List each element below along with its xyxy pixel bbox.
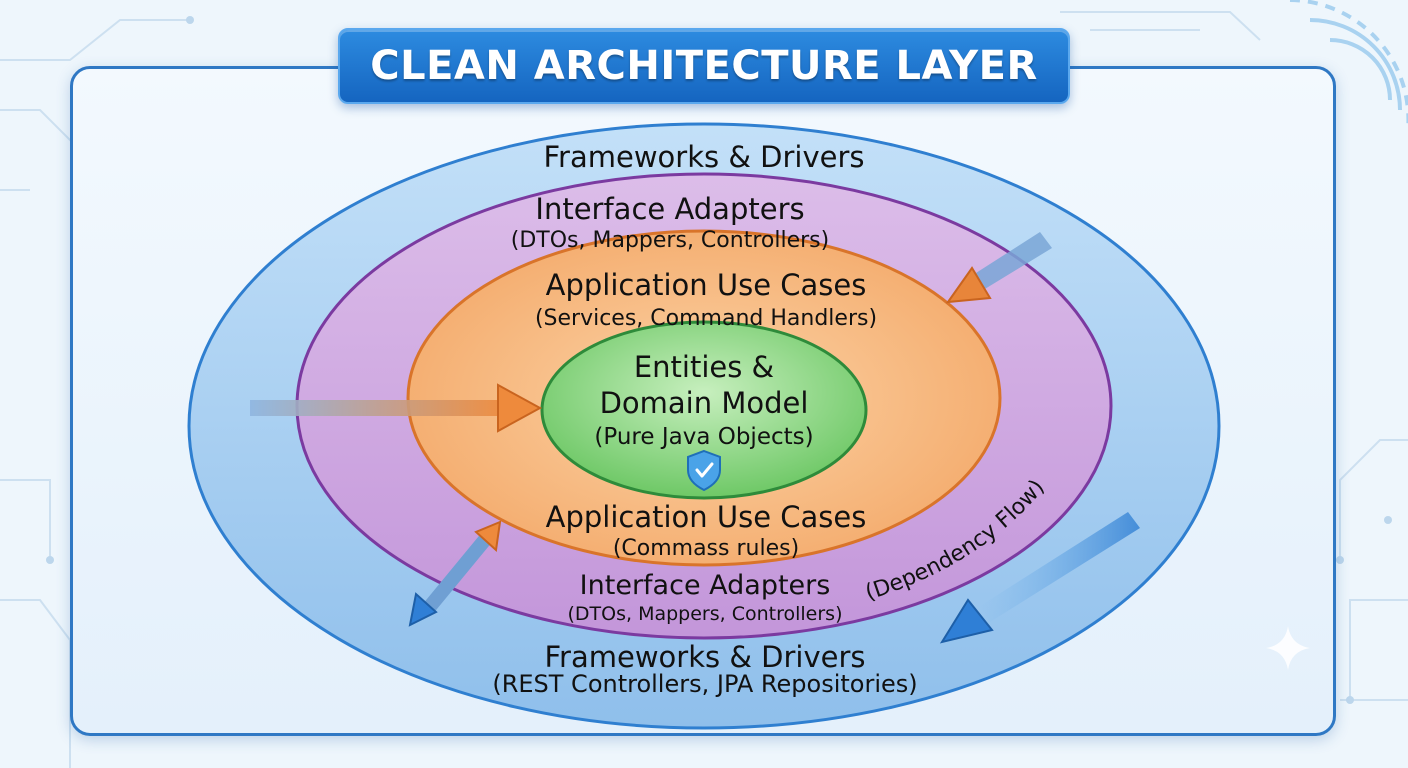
interface-adapters-heading-bottom: Interface Adapters [579, 570, 831, 601]
frameworks-drivers-heading-bottom: Frameworks & Drivers [544, 640, 866, 674]
interface-adapters-heading-top: Interface Adapters [535, 192, 805, 226]
entities-line-3: (Pure Java Objects) [594, 424, 814, 450]
top-right-dependency-arrow [945, 232, 1052, 304]
entities-core [540, 320, 868, 500]
shield-check-icon [687, 449, 721, 492]
entities-line-2: Domain Model [599, 386, 809, 420]
application-use-cases-heading-top: Application Use Cases [545, 268, 867, 302]
entities-line-1: Entities & [633, 350, 775, 384]
diagram-title: CLEAN ARCHITECTURE LAYER [370, 43, 1038, 89]
left-dependency-arrow [250, 383, 543, 433]
application-use-cases-heading-bottom: Application Use Cases [545, 500, 867, 534]
bidirectional-arrow [408, 520, 502, 627]
application-use-cases-detail-top: (Services, Command Handlers) [534, 306, 878, 331]
interface-adapters-detail-bottom: (DTOs, Mappers, Controllers) [567, 603, 843, 625]
frameworks-drivers-heading-top: Frameworks & Drivers [543, 140, 865, 174]
sparkle-icon [1266, 626, 1310, 670]
bottom-right-dependency-arrow [939, 512, 1140, 644]
interface-adapters-detail-top: (DTOs, Mappers, Controllers) [510, 228, 830, 253]
frameworks-drivers-detail-bottom: (REST Controllers, JPA Repositories) [492, 670, 918, 698]
application-use-cases-detail-bottom: (Commass rules) [612, 536, 800, 561]
title-banner: CLEAN ARCHITECTURE LAYER [338, 28, 1070, 104]
